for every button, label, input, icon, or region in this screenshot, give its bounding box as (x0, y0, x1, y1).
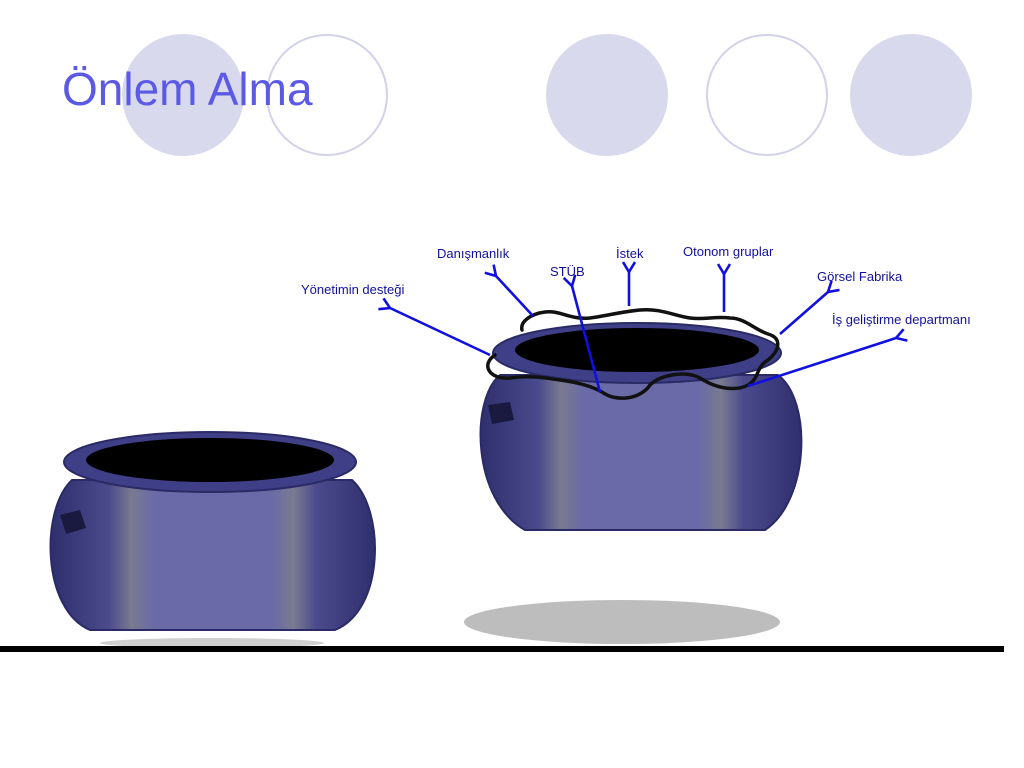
left-pot (49, 431, 376, 648)
ground-line (0, 646, 1004, 652)
slide-title: Önlem Alma (62, 63, 313, 115)
decor-circle-2 (266, 34, 388, 156)
label-danismanlik: Danışmanlık (437, 246, 510, 261)
label-stub: STÜB (550, 264, 585, 279)
label-yonetim: Yönetimin desteği (301, 282, 405, 297)
decor-circle-3 (546, 34, 668, 156)
decor-circle-4 (706, 34, 828, 156)
arrow-yonetim (390, 308, 491, 357)
label-gorsel: Görsel Fabrika (817, 269, 903, 284)
decor-circle-1 (122, 34, 244, 156)
arrow-danismanlik (496, 276, 534, 317)
label-is-gelistirme: İş geliştirme departmanı (832, 312, 971, 327)
arrow-gorsel (779, 292, 828, 335)
arrow-stub (572, 286, 602, 393)
decor-circle-5 (850, 34, 972, 156)
arrow-is-gelistirme (747, 338, 896, 388)
label-istek: İstek (616, 246, 644, 261)
pot-shadow (464, 600, 780, 644)
label-otonom: Otonom gruplar (683, 244, 774, 259)
floating-pot (479, 307, 803, 531)
